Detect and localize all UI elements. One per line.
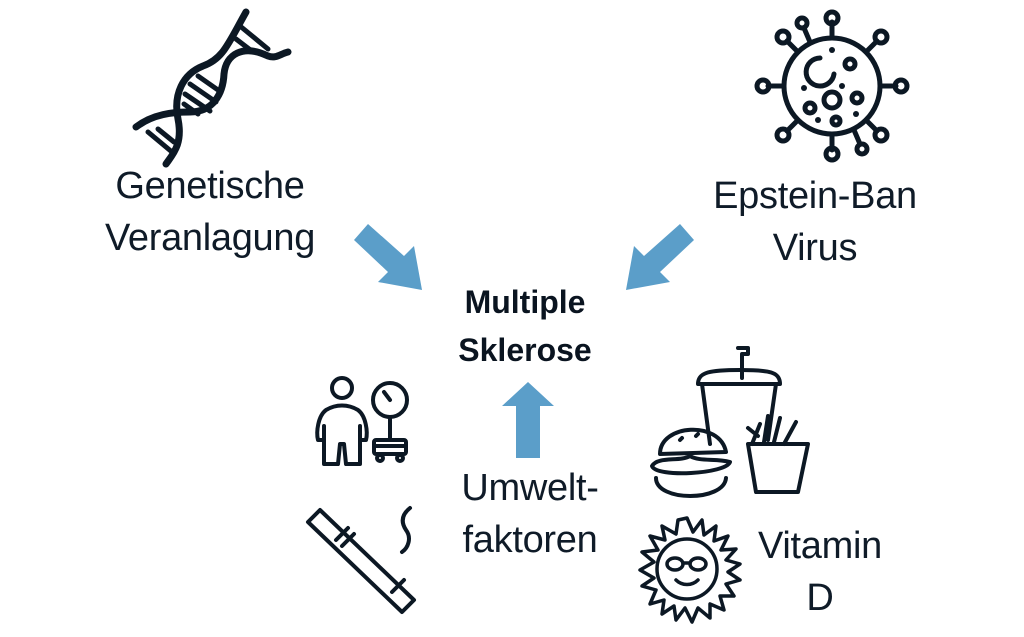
environment-line1: Umwelt- [461,467,599,509]
fast-food-icon [650,346,810,498]
virus-line1: Epstein-Ban [713,175,917,217]
virus-icon [754,9,910,163]
factor-label-vitamin: Vitamin D [740,520,900,624]
vitamin-line1: Vitamin [758,525,882,567]
genetics-line2: Veranlagung [104,217,316,259]
arrow-genetics-to-ms [354,224,422,290]
center-line2: Sklerose [458,332,592,368]
vitamin-line2: D [806,577,834,619]
factor-label-environment: Umwelt- faktoren [430,462,630,566]
sun-with-sunglasses-icon [638,516,742,624]
environment-line2: faktoren [462,519,598,561]
center-line1: Multiple [464,284,586,320]
cigarette-icon [306,506,416,614]
arrow-virus-to-ms [626,224,694,290]
genetics-line1: Genetische [115,165,305,207]
arrow-environment-to-ms [502,382,554,458]
virus-line2: Virus [772,227,858,269]
overweight-person-scale-icon [315,376,409,466]
factor-label-genetics: Genetische Veranlagung [70,160,350,264]
factor-label-virus: Epstein-Ban Virus [680,170,950,274]
center-title: Multiple Sklerose [400,278,650,374]
dna-icon [132,8,292,168]
